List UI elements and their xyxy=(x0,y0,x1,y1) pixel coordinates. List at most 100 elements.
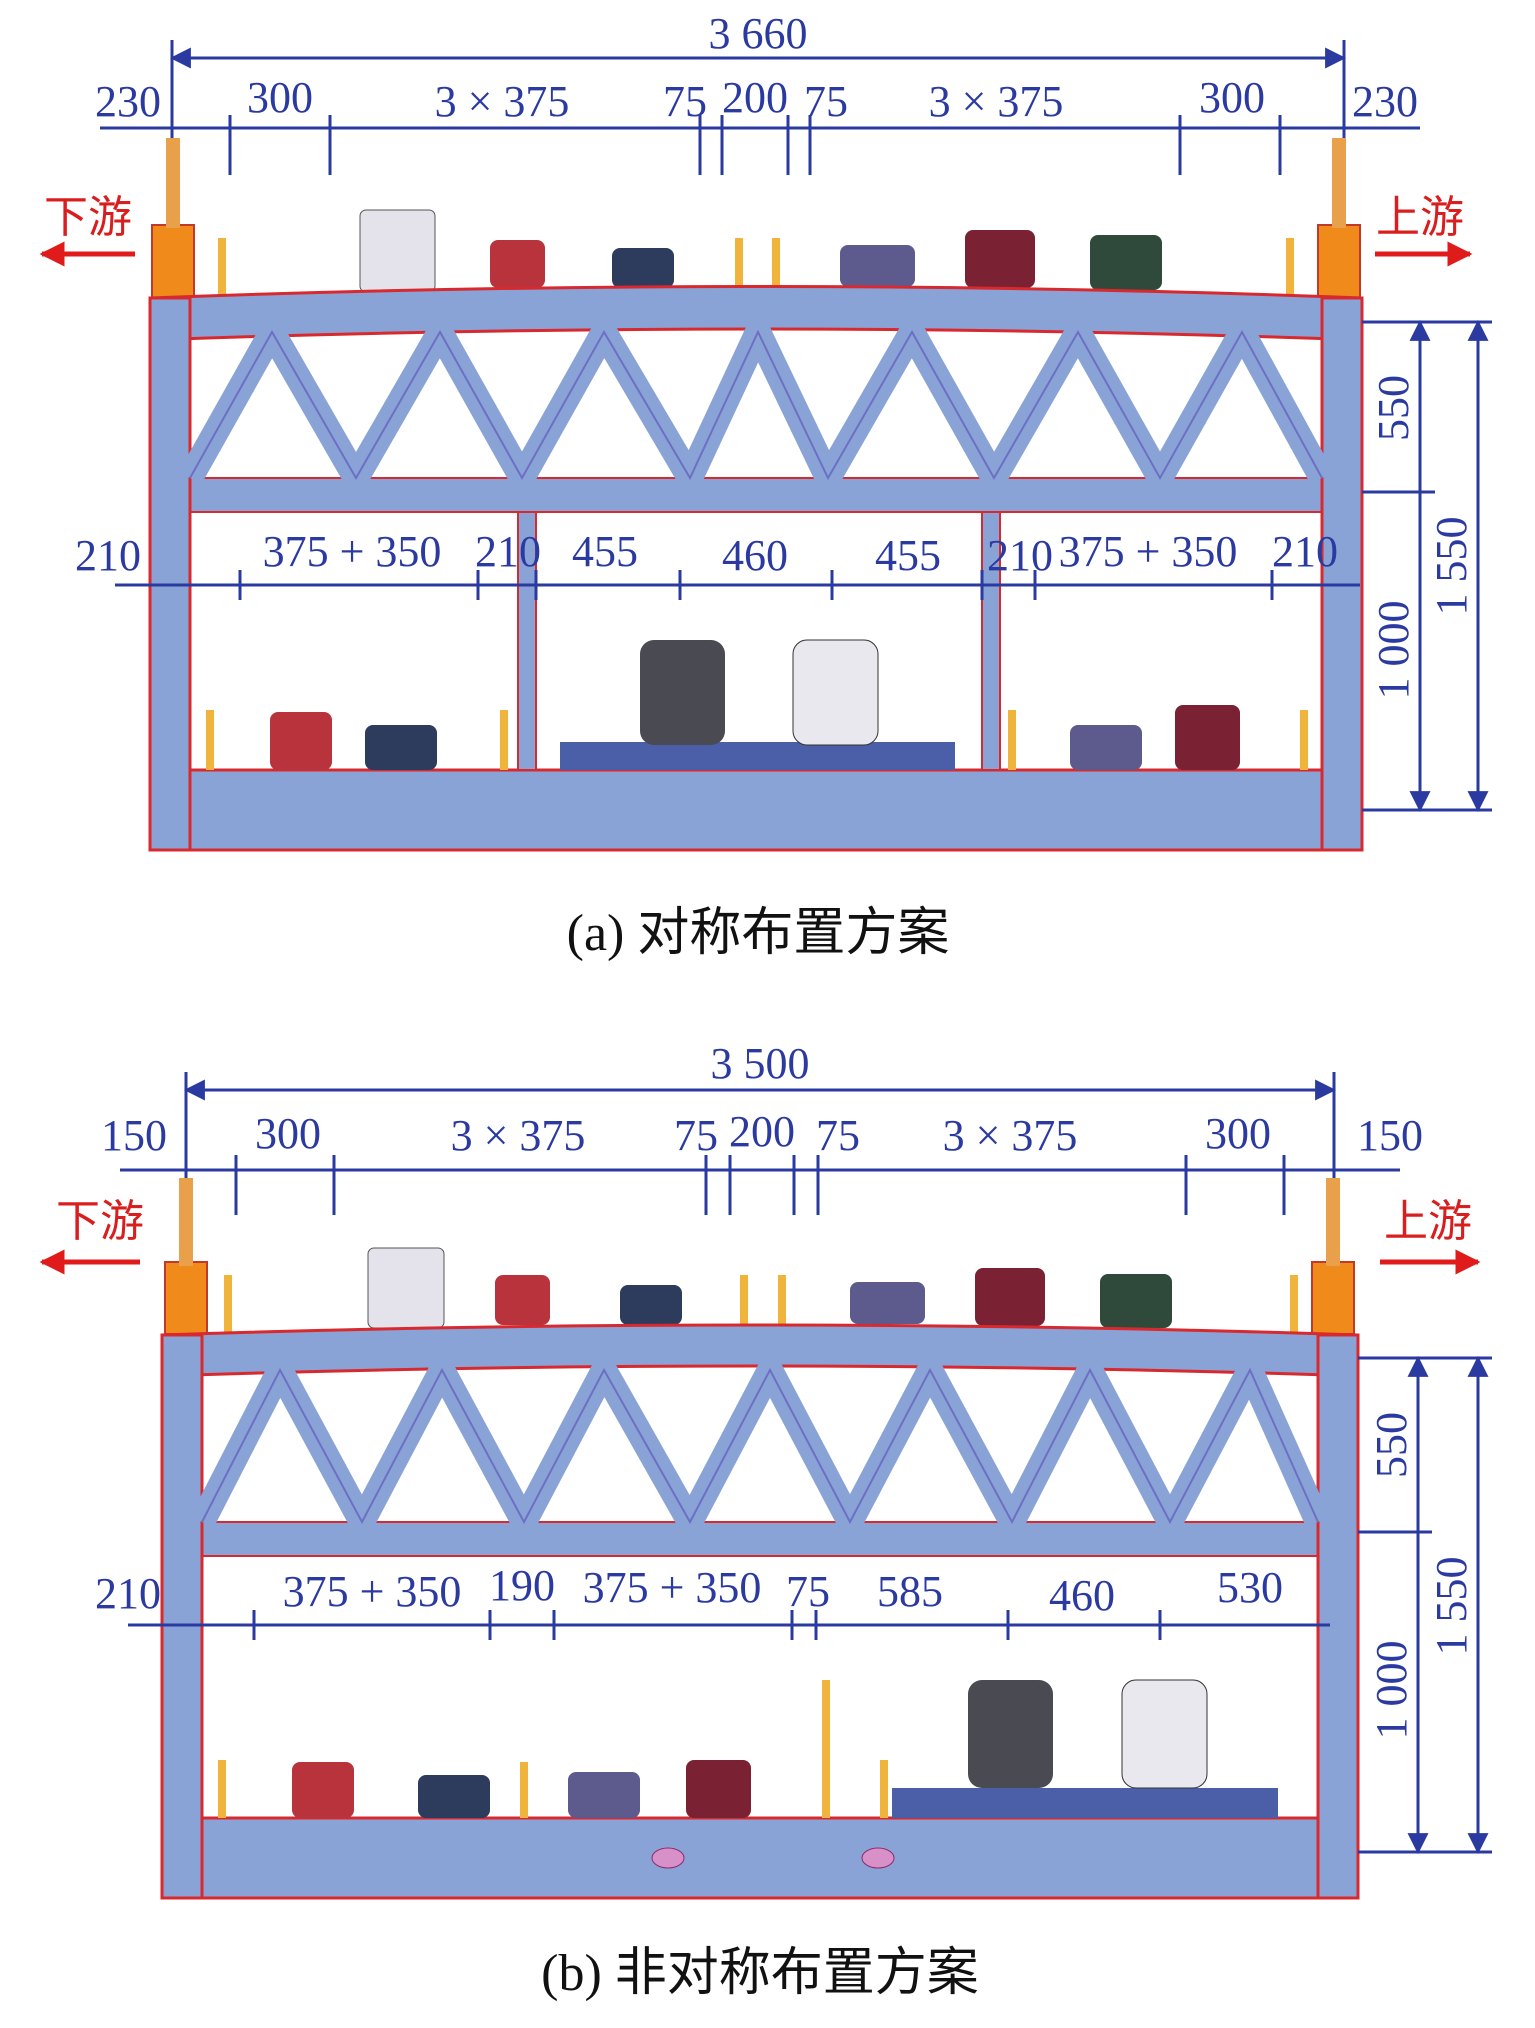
lseg-a-2: 210 xyxy=(475,527,541,576)
lseg-b-0: 210 xyxy=(95,1569,161,1618)
tower-right-b xyxy=(1311,1261,1355,1335)
downstream-label-b: 下游 xyxy=(56,1197,144,1246)
height-total-b: 1 550 xyxy=(1427,1557,1476,1656)
lseg-b-4: 75 xyxy=(786,1567,830,1616)
car-a-7 xyxy=(365,725,437,770)
height-lower-b: 1 000 xyxy=(1367,1641,1416,1740)
railing-b-5 xyxy=(218,1760,226,1818)
car-a-3 xyxy=(840,245,915,287)
railing-a-5 xyxy=(206,710,214,770)
railing-b-8 xyxy=(880,1760,888,1818)
car-a-4 xyxy=(965,230,1035,288)
tower-left-a xyxy=(151,224,195,301)
seg-a-1: 300 xyxy=(247,73,313,122)
car-b-2 xyxy=(620,1285,682,1325)
seg-a-0: 230 xyxy=(95,77,161,126)
lseg-b-5: 585 xyxy=(877,1567,943,1616)
railing-a-8 xyxy=(1300,710,1308,770)
caption-a: (a) 对称布置方案 xyxy=(567,905,950,962)
lseg-b-3: 375 + 350 xyxy=(583,1563,762,1612)
top-total-label: 3 660 xyxy=(709,9,808,58)
lseg-a-4: 460 xyxy=(722,531,788,580)
train-rear-b xyxy=(968,1680,1053,1788)
tower-left-b xyxy=(164,1261,208,1335)
car-b-5 xyxy=(1100,1274,1172,1328)
top-dimensions-a: 3 660 230 300 3 × 375 75 200 75 3 × 375 … xyxy=(95,9,1420,175)
seg-a-8: 230 xyxy=(1352,77,1418,126)
car-b-1 xyxy=(495,1275,550,1325)
train-front-a xyxy=(792,639,879,746)
seg-b-1: 300 xyxy=(255,1109,321,1158)
seg-a-7: 300 xyxy=(1199,73,1265,122)
lseg-b-6: 460 xyxy=(1049,1571,1115,1620)
railing-b-2 xyxy=(740,1275,748,1333)
top-total-label-b: 3 500 xyxy=(711,1039,810,1088)
railing-a-4 xyxy=(1286,238,1294,298)
height-total-a: 1 550 xyxy=(1427,517,1476,616)
car-b-4 xyxy=(975,1268,1045,1326)
tower-mast-left-a xyxy=(166,138,180,228)
lseg-a-8: 210 xyxy=(1272,527,1338,576)
railing-a-6 xyxy=(500,710,508,770)
railing-a-7 xyxy=(1008,710,1016,770)
car-b-9 xyxy=(686,1760,751,1818)
top-dimensions-b: 3 500 150 300 3 × 375 75 200 75 3 × 375 … xyxy=(101,1039,1423,1215)
upstream-label-a: 上游 xyxy=(1376,193,1464,242)
truss-structure-b xyxy=(160,1323,1360,1900)
lseg-a-6: 210 xyxy=(987,531,1053,580)
height-dimensions-a: 550 1 000 1 550 xyxy=(1362,319,1492,813)
railing-b-6 xyxy=(520,1762,528,1818)
seg-a-2: 3 × 375 xyxy=(435,77,570,126)
railing-b-1 xyxy=(224,1275,232,1333)
car-a-6 xyxy=(270,712,332,770)
panel-b: 3 500 150 300 3 × 375 75 200 75 3 × 375 … xyxy=(39,1039,1492,2002)
truck-a xyxy=(359,209,436,293)
railing-a-1 xyxy=(218,238,226,298)
lseg-a-1: 375 + 350 xyxy=(263,527,442,576)
height-dimensions-b: 550 1 000 1 550 xyxy=(1358,1355,1492,1855)
track-bed-b xyxy=(892,1788,1278,1818)
car-a-8 xyxy=(1070,725,1142,770)
car-b-3 xyxy=(850,1282,925,1324)
lseg-a-7: 375 + 350 xyxy=(1059,527,1238,576)
seg-b-0: 150 xyxy=(101,1111,167,1160)
lower-dimensions-b: 210 375 + 350 190 375 + 350 75 585 460 5… xyxy=(95,1561,1330,1640)
downstream-label-a: 下游 xyxy=(44,193,132,242)
track-bed-a xyxy=(560,742,955,770)
car-a-2 xyxy=(612,248,674,288)
train-front-b xyxy=(1121,1679,1208,1789)
car-b-7 xyxy=(418,1775,490,1818)
height-upper-b: 550 xyxy=(1367,1412,1416,1478)
seg-b-5: 75 xyxy=(816,1111,860,1160)
lseg-b-7: 530 xyxy=(1217,1563,1283,1612)
tower-mast-left-b xyxy=(179,1178,193,1266)
direction-upstream-a: 上游 xyxy=(1375,193,1473,267)
seg-b-2: 3 × 375 xyxy=(451,1111,586,1160)
caption-b: (b) 非对称布置方案 xyxy=(541,1945,979,2002)
train-rear-a xyxy=(640,640,725,745)
seg-a-3: 75 xyxy=(663,77,707,126)
lseg-a-0: 210 xyxy=(75,531,141,580)
direction-upstream-b: 上游 xyxy=(1380,1197,1481,1275)
seg-b-8: 150 xyxy=(1357,1111,1423,1160)
height-lower-a: 1 000 xyxy=(1369,601,1418,700)
railing-b-4 xyxy=(1290,1275,1298,1333)
truck-b xyxy=(367,1247,445,1329)
tower-mast-right-a xyxy=(1332,138,1346,228)
railing-b-3 xyxy=(778,1275,786,1333)
truss-structure-a xyxy=(148,285,1364,852)
tower-right-a xyxy=(1317,224,1361,301)
direction-downstream-b: 下游 xyxy=(39,1197,144,1275)
tower-mast-right-b xyxy=(1326,1178,1340,1266)
lower-dimensions-a: 210 375 + 350 210 455 460 455 210 375 + … xyxy=(75,527,1360,600)
railing-a-3 xyxy=(772,238,780,298)
car-a-9 xyxy=(1175,705,1240,770)
direction-downstream-a: 下游 xyxy=(39,193,135,267)
seg-b-7: 300 xyxy=(1205,1109,1271,1158)
car-b-6 xyxy=(292,1762,354,1818)
car-b-8 xyxy=(568,1772,640,1818)
lseg-a-3: 455 xyxy=(572,527,638,576)
height-upper-a: 550 xyxy=(1369,375,1418,441)
lseg-b-1: 375 + 350 xyxy=(283,1567,462,1616)
